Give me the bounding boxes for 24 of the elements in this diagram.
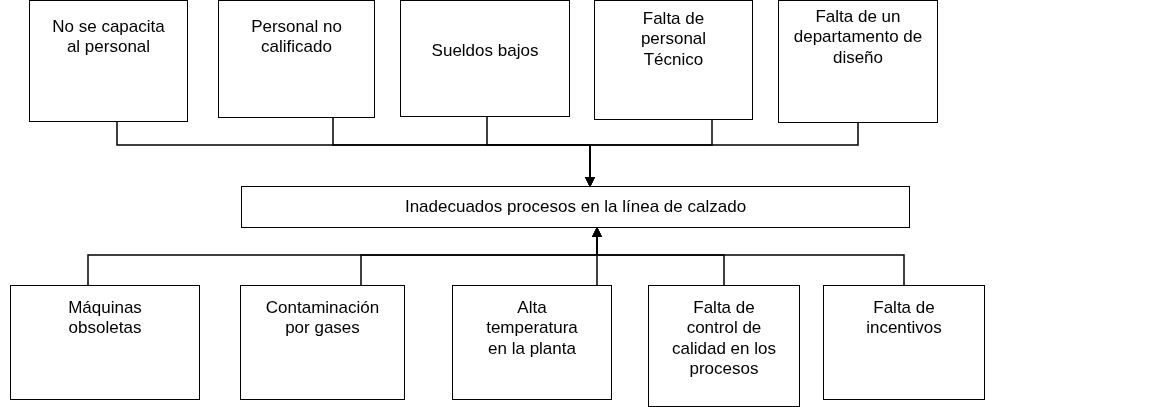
cause-box bbox=[594, 0, 753, 120]
cause-box bbox=[10, 285, 200, 400]
cause-box bbox=[778, 0, 938, 123]
effect-box bbox=[241, 186, 910, 228]
box-text: Falta de un departamento de diseño bbox=[793, 7, 923, 69]
box-text: Contaminación por gases bbox=[264, 298, 381, 340]
box-text: Personal no calificado bbox=[250, 17, 343, 59]
box-text: Falta de incentivos bbox=[865, 298, 943, 340]
cause-box bbox=[240, 285, 405, 400]
cause-box bbox=[29, 0, 188, 122]
cause-box bbox=[823, 285, 985, 400]
cause-box bbox=[452, 285, 612, 400]
box-text: Inadecuados procesos en la línea de calzado bbox=[403, 196, 748, 218]
cause-box bbox=[218, 0, 375, 118]
box-text: Máquinas obsoletas bbox=[67, 298, 143, 340]
box-text: Falta de personal Técnico bbox=[639, 9, 708, 71]
box-text: No se capacita al personal bbox=[51, 17, 166, 59]
cause-box bbox=[400, 0, 570, 117]
box-text: Sueldos bajos bbox=[430, 41, 540, 62]
box-text: Alta temperatura en la planta bbox=[485, 298, 579, 360]
box-text: Falta de control de calidad en los procesos bbox=[671, 298, 777, 381]
cause-box bbox=[648, 285, 800, 407]
connector-arrow bbox=[592, 227, 905, 286]
connector-arrow bbox=[585, 122, 859, 187]
